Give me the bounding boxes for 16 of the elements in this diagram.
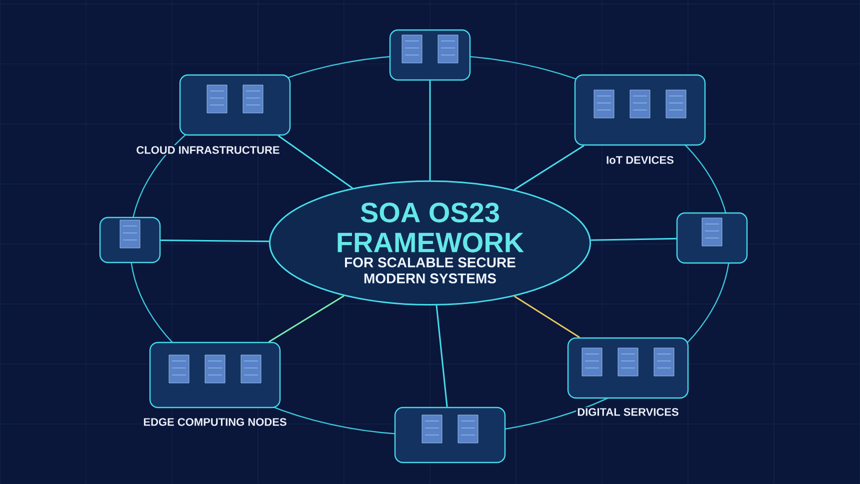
node-label: DIGITAL SERVICES	[576, 407, 680, 417]
connector	[514, 144, 584, 190]
connector	[514, 296, 580, 338]
server-drawing	[389, 29, 471, 81]
connector	[429, 80, 431, 180]
node-label: CLOUD INFRASTRUCTURE	[135, 145, 281, 155]
connector	[436, 305, 448, 407]
node-label: IoT DEVICES	[605, 155, 675, 165]
server-drawing	[676, 212, 748, 264]
connector	[160, 240, 270, 242]
connector	[268, 295, 344, 343]
connector	[278, 134, 353, 189]
connector	[590, 238, 676, 241]
server-drawing	[99, 216, 161, 264]
node-label: EDGE COMPUTING NODES	[142, 417, 288, 427]
server-drawing	[394, 406, 506, 464]
